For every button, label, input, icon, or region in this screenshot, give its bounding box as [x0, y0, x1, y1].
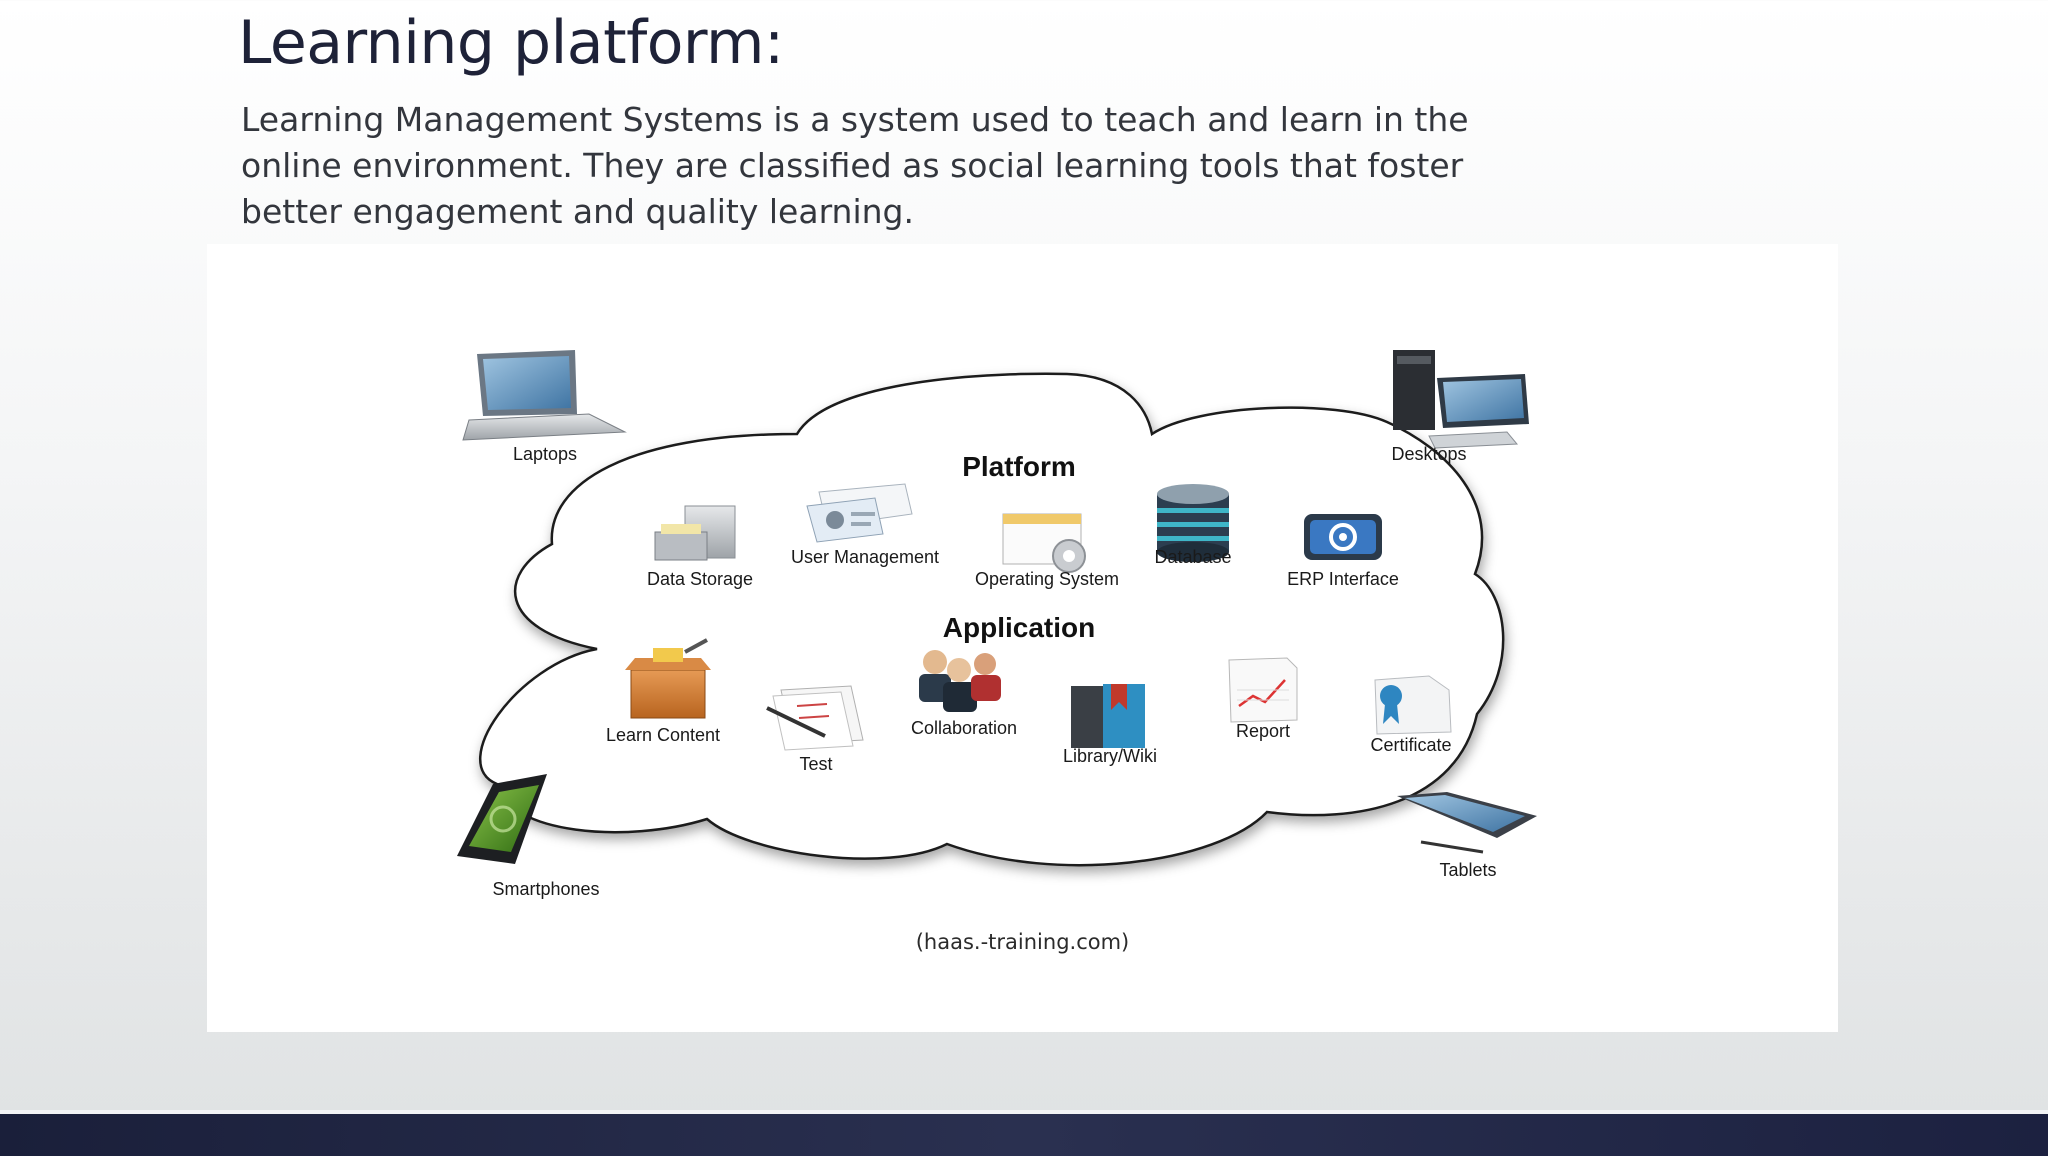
certificate-icon	[1374, 675, 1452, 735]
lms-diagram: Platform Application Laptops Desktops Sm…	[207, 244, 1838, 1032]
laptop-icon	[462, 350, 627, 441]
lms-diagram-svg: Platform Application Laptops Desktops Sm…	[457, 350, 1537, 899]
platform-heading: Platform	[962, 451, 1076, 482]
database-label: Database	[1154, 547, 1231, 567]
database-icon	[1157, 484, 1229, 562]
image-credit: (haas.-training.com)	[915, 930, 1130, 954]
user-management-icon	[806, 483, 913, 543]
library-wiki-label: Library/Wiki	[1063, 746, 1157, 766]
operating-system-label: Operating System	[975, 569, 1119, 589]
erp-interface-icon	[1304, 514, 1382, 560]
application-heading: Application	[943, 612, 1095, 643]
slide-body-text: Learning Management Systems is a system …	[241, 100, 1469, 231]
certificate-label: Certificate	[1370, 735, 1451, 755]
operating-system-icon	[1002, 513, 1086, 573]
report-label: Report	[1236, 721, 1290, 741]
learn-content-label: Learn Content	[606, 725, 720, 745]
data-storage-icon	[654, 505, 736, 561]
collaboration-icon	[919, 650, 1001, 712]
slide-title: Learning platform:	[238, 8, 784, 78]
tablet-icon	[1397, 792, 1537, 854]
desktop-icon	[1393, 350, 1529, 449]
library-wiki-icon	[1071, 684, 1145, 748]
laptops-label: Laptops	[513, 444, 577, 464]
cloud-shape	[478, 372, 1505, 867]
desktops-label: Desktops	[1391, 444, 1466, 464]
test-label: Test	[799, 754, 832, 774]
test-icon	[766, 685, 864, 751]
collaboration-label: Collaboration	[911, 718, 1017, 738]
erp-interface-label: ERP Interface	[1287, 569, 1399, 589]
user-management-label: User Management	[791, 547, 939, 567]
smartphone-icon	[457, 774, 547, 864]
smartphones-label: Smartphones	[492, 879, 599, 899]
report-icon	[1228, 657, 1298, 723]
learn-content-icon	[625, 638, 711, 719]
tablets-label: Tablets	[1439, 860, 1496, 880]
data-storage-label: Data Storage	[647, 569, 753, 589]
footer-band	[0, 1110, 2048, 1156]
